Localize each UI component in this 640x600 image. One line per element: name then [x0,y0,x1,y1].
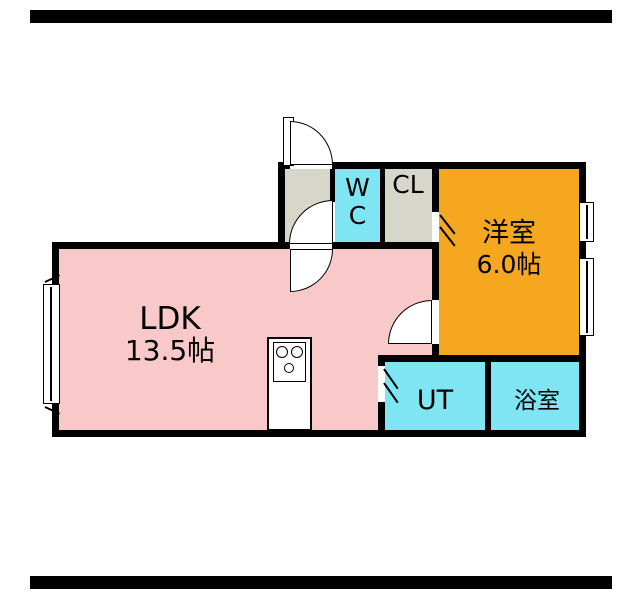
stove-burner-icon [284,363,294,373]
hall-ldk-opening [290,242,332,249]
western-room-door-opening [432,300,439,344]
ldk-window-line [50,287,52,401]
wall-mid-horizontal [285,242,439,249]
wc-room-floor [335,169,380,242]
entrance-door-swing-arc [290,121,333,165]
ldk-room-floor [59,249,432,430]
wall-bottom-exterior [52,430,586,437]
wall-hall-left [278,162,285,249]
bathroom-label: 浴室 [514,388,560,414]
wall-ldk-top [52,242,285,249]
entrance-opening [290,162,332,169]
closet-floor [385,169,432,242]
utility-door-opening [378,366,385,402]
bathroom-floor [491,362,579,430]
utility-label: UT [416,385,454,416]
ldk-label: LDK [139,301,201,337]
utility-room-floor [385,362,485,430]
stove-burner-icon [291,346,303,358]
western-room-window-small-line [586,205,588,239]
stove-burner-icon [276,346,288,358]
ldk-size-label: 13.5帖 [124,334,216,367]
wall-western-room-left [432,162,439,362]
top-border-bar [30,10,612,23]
western-room-floor [439,169,579,355]
wc-label: W C [345,173,370,230]
closet-door-opening [432,212,439,242]
wall-under-western-room [378,355,586,362]
western-room-window-large-line [586,261,588,333]
bottom-border-bar [30,576,612,589]
wall-utility-bathroom [485,355,491,437]
closet-label: CL [392,170,424,199]
wall-wc-closet [380,169,385,242]
western-room-label: 洋室 [482,218,536,249]
western-room-size-label: 6.0帖 [476,250,542,279]
